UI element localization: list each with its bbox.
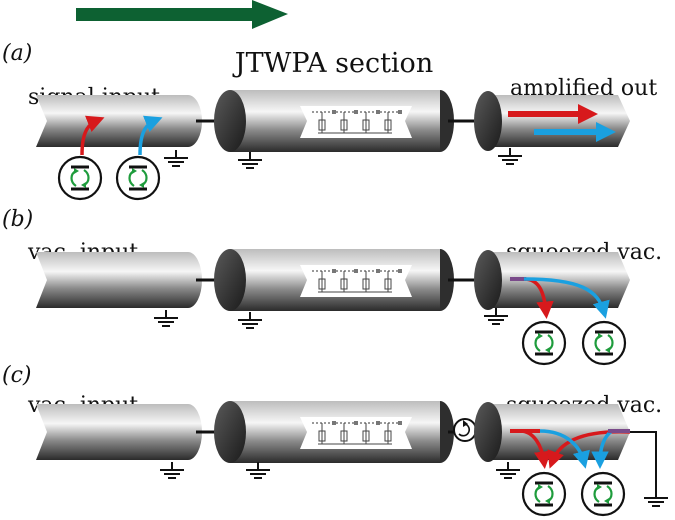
input-line-cylinder [36, 252, 202, 308]
qubit-icon [580, 471, 626, 517]
output-line-cylinder [474, 402, 630, 462]
panel-tag-a: (a) [2, 41, 32, 66]
idler-in-arrow [138, 115, 163, 156]
qubit-icon [115, 155, 161, 201]
ground-icon [483, 307, 509, 325]
qubit-icon [581, 320, 627, 366]
qubit-icon [57, 155, 103, 201]
ground-icon [495, 461, 521, 479]
direction-arrow [76, 0, 288, 29]
ground-icon [237, 311, 263, 329]
ground-icon [237, 151, 263, 169]
panel-tag-c: (c) [2, 363, 32, 388]
output-line-cylinder [474, 91, 630, 151]
input-line-cylinder [36, 404, 202, 460]
ground-icon [153, 309, 179, 327]
ground-icon [163, 149, 189, 167]
input-line-cylinder [36, 95, 202, 147]
idler-out-arrow [523, 277, 610, 319]
ground-icon [643, 489, 669, 507]
qubit-icon [521, 471, 567, 517]
panel-c: (c) vac. input squeezed vac. [2, 363, 669, 517]
circulator-icon [453, 418, 477, 442]
panel-b: (b) vac. input squeezed vac. [2, 207, 662, 366]
jj-ladder-icon [300, 417, 412, 449]
jj-ladder-icon [300, 265, 412, 297]
idler-out-arrow [539, 429, 590, 469]
jj-ladder-icon [300, 106, 412, 138]
ground-icon [497, 147, 523, 165]
qubit-icon [521, 320, 567, 366]
section-title: JTWPA section [232, 48, 433, 79]
output-wire [628, 431, 657, 490]
ground-icon [159, 461, 185, 479]
panel-tag-b: (b) [2, 207, 33, 232]
signal-out-arrow [519, 429, 552, 469]
ground-icon [245, 461, 271, 479]
signal-in-arrow [80, 115, 105, 156]
panel-a: (a) signal input amplified out [2, 41, 657, 201]
